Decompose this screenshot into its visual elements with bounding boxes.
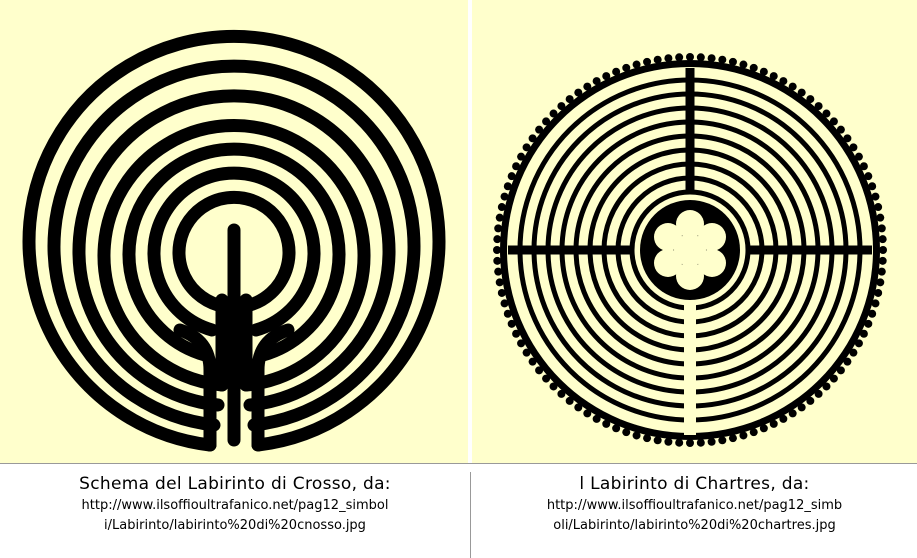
rim-tooth [686,53,694,61]
cretan-labyrinth-drawing [0,0,468,463]
rim-tooth [493,235,501,243]
left-caption-url-line2: i/Labirinto/labirinto%20di%20cnosso.jpg [0,516,470,536]
rim-tooth [493,246,501,254]
rim-tooth [697,53,705,61]
left-caption-url-line1: http://www.ilsoffioultrafanico.net/pag12… [0,496,470,516]
right-caption-url-line1: http://www.ilsoffioultrafanico.net/pag12… [472,496,917,516]
right-caption: l Labirinto di Chartres, da: http://www.… [472,472,917,558]
rim-tooth [879,246,887,254]
rim-tooth [697,439,705,447]
cretan-labyrinth-paths [29,36,439,445]
rim-tooth [879,235,887,243]
rim-tooth [493,257,501,265]
chartres-labyrinth-image [472,0,917,463]
rim-tooth [675,439,683,447]
chartres-labyrinth-drawing [472,0,917,463]
chartres-entrance-path [684,300,696,435]
cretan-labyrinth-image [0,0,468,463]
caption-row: Schema del Labirinto di Crosso, da: http… [0,463,917,558]
rim-tooth [686,439,694,447]
right-caption-url-line2: oli/Labirinto/labirinto%20di%20chartres.… [472,516,917,536]
left-caption: Schema del Labirinto di Crosso, da: http… [0,472,471,558]
rim-tooth [675,53,683,61]
left-caption-title: Schema del Labirinto di Crosso, da: [0,472,470,496]
right-caption-title: l Labirinto di Chartres, da: [472,472,917,496]
rim-tooth [879,257,887,265]
